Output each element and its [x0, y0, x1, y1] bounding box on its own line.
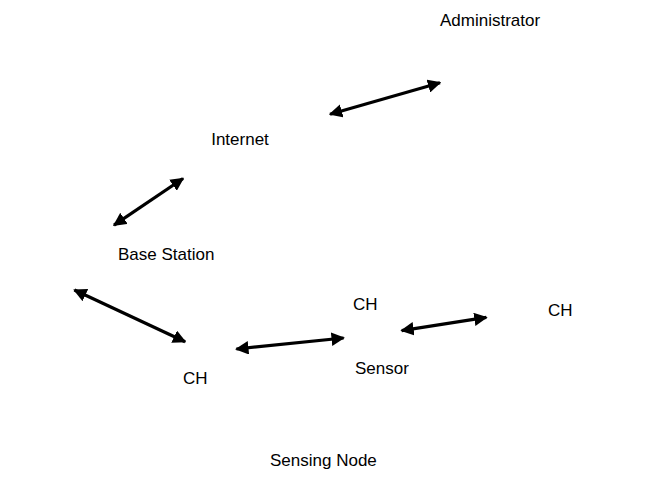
internet-cloud: Internet — [130, 95, 350, 185]
node-label: Sensing Node — [270, 452, 377, 471]
node-label: Base Station — [118, 246, 214, 265]
cluster-head-shape — [485, 298, 545, 328]
base-station-shape — [70, 190, 114, 290]
cluster-head-shape — [177, 337, 237, 367]
cluster-head: CH — [177, 337, 237, 367]
node-label: Administrator — [440, 12, 540, 31]
sensor-field: SensorSensing NodeCHCHCH — [38, 262, 642, 498]
node-label: Internet — [211, 131, 269, 150]
node-label: Sensor — [355, 360, 409, 379]
cluster-head: CH — [485, 298, 545, 328]
cluster-head-shape — [343, 320, 403, 350]
cluster-head: CH — [343, 320, 403, 350]
link-arrow — [402, 317, 487, 330]
node-label: CH — [353, 296, 378, 315]
node-label: CH — [183, 370, 208, 389]
link-arrow — [114, 178, 183, 225]
base-station: Base Station — [70, 190, 114, 290]
link-arrow — [236, 338, 343, 349]
link-arrow — [330, 83, 440, 115]
administrator-terminal: Administrator — [440, 8, 640, 100]
node-label: CH — [548, 302, 573, 321]
link-arrow — [74, 290, 185, 342]
